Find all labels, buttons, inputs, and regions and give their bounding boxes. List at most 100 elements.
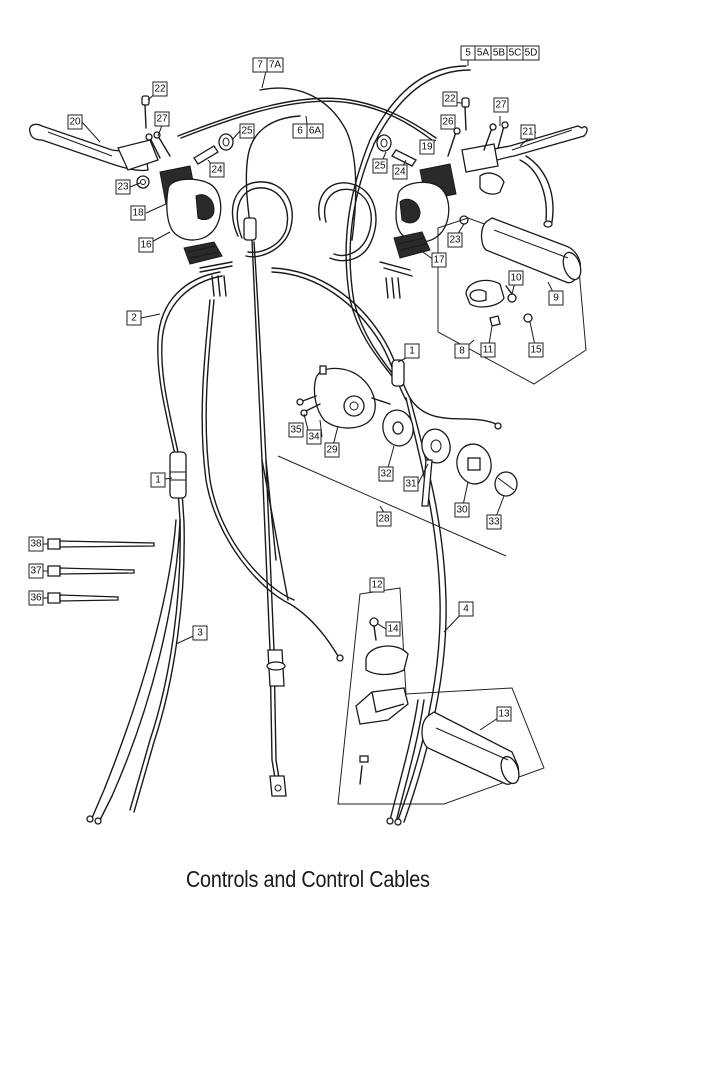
svg-text:25: 25 <box>241 126 253 137</box>
callout-25-left: 25 <box>239 123 255 139</box>
callout-15: 15 <box>528 342 544 358</box>
svg-text:2: 2 <box>131 313 137 324</box>
callout-24-right: 24 <box>392 164 408 180</box>
svg-text:25: 25 <box>374 161 386 172</box>
callout-3: 3 <box>192 625 208 641</box>
choke-lever-assembly <box>277 365 518 557</box>
callout-8: 8 <box>454 343 470 359</box>
callout-4: 4 <box>458 601 474 617</box>
svg-text:8: 8 <box>459 346 465 357</box>
svg-text:24: 24 <box>394 167 406 178</box>
callout-labels: 1 1 2 3 4 5 5A 5B 5C 5D 6 6A 7 7A 8 9 10… <box>28 45 564 722</box>
callout-5a: 5A <box>474 45 492 61</box>
callout-7: 7 <box>252 57 268 73</box>
callout-19: 19 <box>419 139 435 155</box>
diagram-caption: Controls and Control Cables <box>185 866 430 892</box>
control-cables <box>86 65 502 826</box>
svg-text:12: 12 <box>371 580 383 591</box>
svg-text:5D: 5D <box>525 48 538 59</box>
callout-5b: 5B <box>490 45 508 61</box>
callout-25-right: 25 <box>372 158 388 174</box>
svg-text:27: 27 <box>495 100 507 111</box>
callout-23-left: 23 <box>115 179 131 195</box>
svg-text:32: 32 <box>380 469 392 480</box>
callout-13: 13 <box>496 706 512 722</box>
svg-text:7A: 7A <box>269 60 282 71</box>
callout-34: 34 <box>306 429 322 445</box>
svg-text:22: 22 <box>444 94 456 105</box>
throttle-clamp-inset <box>337 587 545 805</box>
callout-6: 6 <box>292 123 308 139</box>
svg-text:7: 7 <box>257 60 263 71</box>
callout-29: 29 <box>324 442 340 458</box>
svg-text:22: 22 <box>154 84 166 95</box>
svg-text:37: 37 <box>30 566 42 577</box>
callout-27-left: 27 <box>154 111 170 127</box>
callout-17: 17 <box>431 252 447 268</box>
cable-ties <box>47 538 155 604</box>
svg-text:6: 6 <box>297 126 303 137</box>
twist-grip-inset <box>437 217 587 385</box>
callout-6a: 6A <box>306 123 324 139</box>
callout-10: 10 <box>508 270 524 286</box>
callout-5c: 5C <box>506 45 524 61</box>
callout-37: 37 <box>28 563 44 579</box>
svg-text:38: 38 <box>30 539 42 550</box>
svg-text:17: 17 <box>433 255 445 266</box>
svg-text:36: 36 <box>30 593 42 604</box>
svg-text:3: 3 <box>197 628 203 639</box>
callout-5: 5 <box>460 45 476 61</box>
svg-text:31: 31 <box>405 479 417 490</box>
svg-text:13: 13 <box>498 709 510 720</box>
callout-1-lower: 1 <box>150 472 166 488</box>
svg-text:33: 33 <box>488 517 500 528</box>
left-lever-assembly <box>28 95 234 297</box>
svg-text:30: 30 <box>456 505 468 516</box>
callout-18: 18 <box>130 205 146 221</box>
callout-35: 35 <box>288 422 304 438</box>
svg-text:9: 9 <box>553 293 559 304</box>
callout-1: 1 <box>404 343 420 359</box>
callout-20: 20 <box>67 114 83 130</box>
svg-text:34: 34 <box>308 432 320 443</box>
callout-12: 12 <box>369 577 385 593</box>
callout-28: 28 <box>376 511 392 527</box>
svg-text:20: 20 <box>69 117 81 128</box>
callout-30: 30 <box>454 502 470 518</box>
svg-text:27: 27 <box>156 114 168 125</box>
svg-text:19: 19 <box>421 142 433 153</box>
svg-text:14: 14 <box>387 624 399 635</box>
callout-14: 14 <box>385 621 401 637</box>
svg-text:24: 24 <box>211 165 223 176</box>
svg-text:1: 1 <box>155 475 161 486</box>
callout-23-right: 23 <box>447 232 463 248</box>
svg-text:18: 18 <box>132 208 144 219</box>
svg-text:5C: 5C <box>509 48 522 59</box>
svg-text:16: 16 <box>140 240 152 251</box>
svg-text:23: 23 <box>449 235 461 246</box>
svg-text:5A: 5A <box>477 48 490 59</box>
callout-2: 2 <box>126 310 142 326</box>
callout-32: 32 <box>378 466 394 482</box>
callout-5d: 5D <box>522 45 540 61</box>
svg-text:5: 5 <box>465 48 471 59</box>
callout-22-left: 22 <box>152 81 168 97</box>
svg-text:5B: 5B <box>493 48 506 59</box>
svg-text:1: 1 <box>409 346 415 357</box>
svg-text:29: 29 <box>326 445 338 456</box>
callout-31: 31 <box>403 476 419 492</box>
callout-11: 11 <box>480 342 496 358</box>
svg-text:6A: 6A <box>309 126 322 137</box>
svg-text:11: 11 <box>483 345 494 356</box>
svg-text:21: 21 <box>522 127 534 138</box>
svg-text:23: 23 <box>117 182 129 193</box>
callout-9: 9 <box>548 290 564 306</box>
callout-24-left: 24 <box>209 162 225 178</box>
svg-text:15: 15 <box>530 345 542 356</box>
callout-36: 36 <box>28 590 44 606</box>
callout-27-right: 27 <box>493 97 509 113</box>
callout-22-right: 22 <box>442 91 458 107</box>
svg-text:10: 10 <box>510 273 522 284</box>
right-lever-assembly <box>376 97 588 299</box>
